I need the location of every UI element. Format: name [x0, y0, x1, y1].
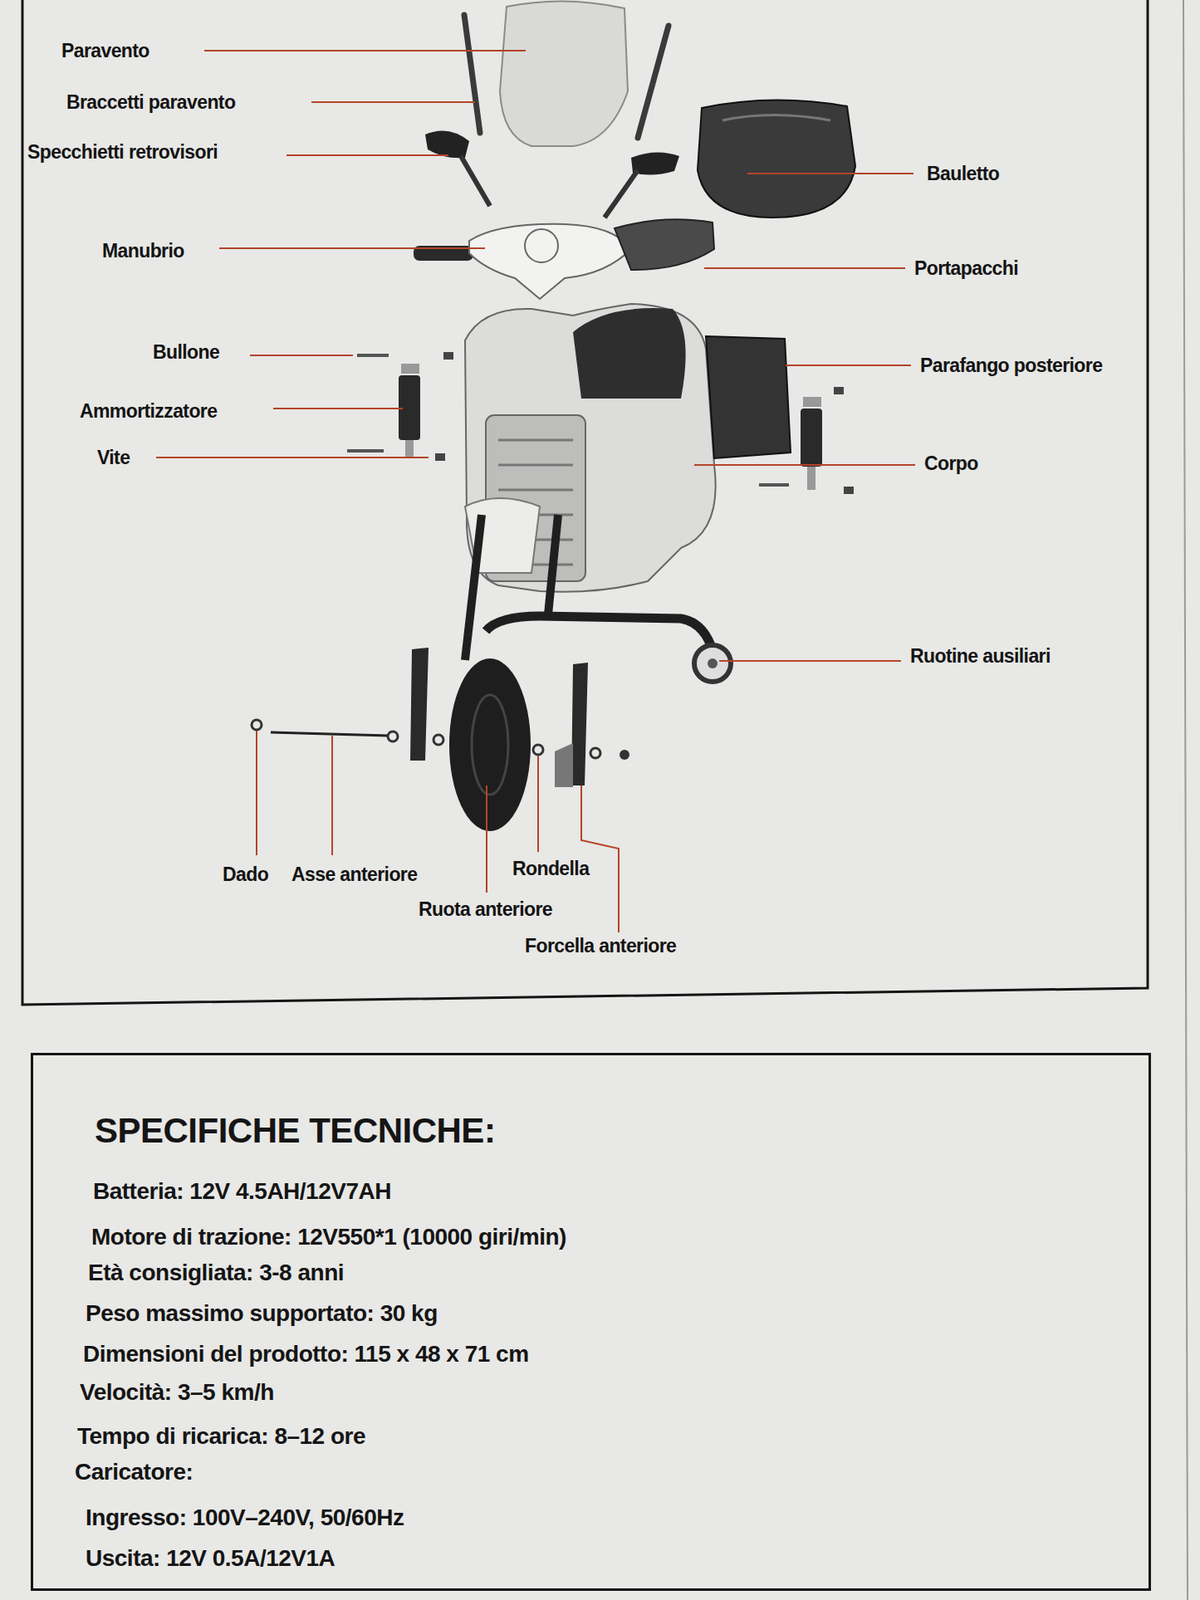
brake-disc — [554, 743, 574, 788]
dashboard — [524, 229, 559, 263]
nut — [833, 386, 844, 395]
windscreen — [499, 0, 628, 147]
washer — [533, 744, 544, 755]
spec-line: Uscita: 12V 0.5A/12V1A — [85, 1544, 335, 1573]
part-label: Rondella — [512, 857, 589, 881]
nut — [843, 486, 854, 495]
nut — [435, 453, 446, 461]
nut — [443, 352, 454, 360]
part-label: Bauletto — [926, 161, 1000, 186]
washer — [387, 731, 398, 742]
part-label: Asse anteriore — [291, 862, 417, 887]
spec-line: Velocità: 3–5 km/h — [79, 1378, 275, 1407]
spec-line: Dimensioni del prodotto: 115 x 48 x 71 c… — [83, 1340, 529, 1369]
mirror-stem — [604, 170, 638, 218]
front-wheel — [449, 658, 531, 832]
part-label: Forcella anteriore — [524, 934, 676, 958]
spec-line: Caricatore: — [74, 1458, 193, 1487]
spec-line: Peso massimo supportato: 30 kg — [85, 1299, 438, 1328]
washer — [433, 734, 444, 745]
shock-rod — [405, 440, 414, 459]
mirror-stem — [460, 156, 490, 206]
nut — [251, 720, 262, 730]
page-edge — [1183, 0, 1188, 1600]
seat — [573, 308, 686, 399]
top-frame — [22, 0, 1148, 1005]
part-label: Parafango posteriore — [920, 353, 1103, 378]
screw — [759, 483, 789, 487]
part-label: Corpo — [924, 451, 979, 476]
training-frame — [465, 514, 559, 661]
scooter-body — [465, 303, 716, 593]
part-label: Dado — [222, 862, 269, 887]
shock-top — [803, 396, 822, 407]
screw — [347, 449, 384, 453]
part-label: Portapacchi — [914, 256, 1019, 280]
training-hub — [707, 658, 718, 669]
fork-right — [571, 662, 588, 786]
rear-fender — [705, 336, 791, 459]
leader-lines — [156, 50, 916, 933]
windscreen-arm — [637, 25, 669, 138]
part-label: Manubrio — [102, 239, 185, 263]
part-label: Paravento — [61, 39, 150, 63]
part-label: Ruotine ausiliari — [910, 644, 1051, 668]
spec-heading: SPECIFICHE TECNICHE: — [94, 1110, 495, 1152]
spec-line: Batteria: 12V 4.5AH/12V7AH — [93, 1177, 392, 1206]
training-bar — [485, 616, 715, 657]
shock-top — [401, 363, 420, 374]
part-label: Bullone — [152, 340, 220, 364]
shock-absorber — [800, 408, 823, 467]
handlebar — [469, 224, 632, 299]
nut — [619, 749, 630, 760]
shock-rod — [807, 466, 816, 490]
spec-line: Ingresso: 100V–240V, 50/60Hz — [85, 1503, 404, 1533]
part-label: Vite — [97, 445, 130, 470]
front-axle — [270, 732, 388, 736]
part-label: Braccetti paravento — [66, 90, 236, 114]
windscreen-arm — [464, 14, 480, 133]
top-box-lid — [722, 115, 831, 122]
spec-line: Motore di trazione: 12V550*1 (10000 giri… — [91, 1223, 567, 1252]
part-label: Ammortizzatore — [79, 399, 217, 423]
bolt — [357, 353, 389, 358]
wheel-rim — [471, 695, 509, 795]
spec-line: Tempo di ricarica: 8–12 ore — [77, 1422, 366, 1451]
spec-line: Età consigliata: 3-8 anni — [88, 1258, 344, 1288]
washer — [590, 748, 601, 759]
top-box — [697, 99, 856, 218]
mirror — [425, 131, 470, 159]
rack — [614, 219, 715, 270]
spec-panel: SPECIFICHE TECNICHE: Batteria: 12V 4.5AH/… — [30, 1053, 1152, 1592]
part-label: Ruota anteriore — [418, 897, 553, 921]
training-wheel — [694, 645, 731, 682]
part-label: Specchietti retrovisori — [27, 140, 218, 164]
fork-left — [410, 647, 429, 761]
